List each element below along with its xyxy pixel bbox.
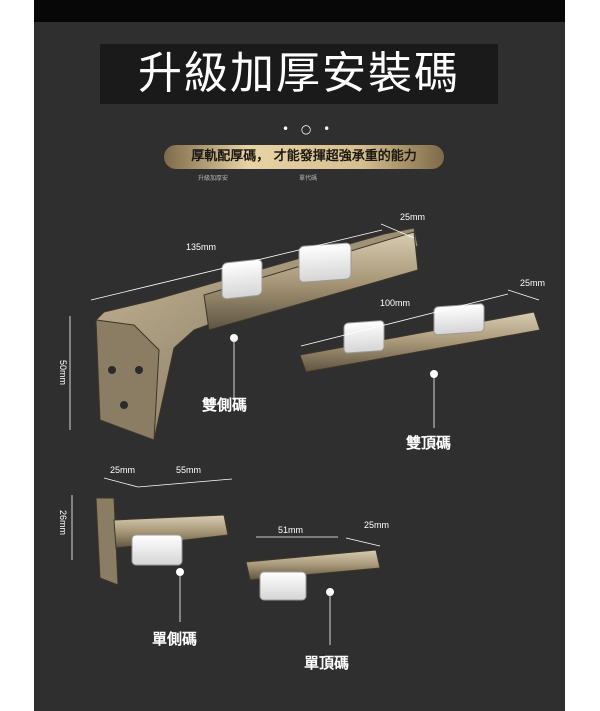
small-caption-left: 升級加厚安 bbox=[198, 175, 229, 182]
callout-dots bbox=[176, 334, 438, 596]
double-top-bracket bbox=[299, 303, 541, 373]
dim-55: 55mm bbox=[176, 465, 202, 475]
carousel-indicator: • ○ • bbox=[282, 122, 335, 136]
dim-50: 50mm bbox=[58, 360, 68, 386]
banner-text: 厚軌配厚碼， 才能發揮超強承重的能力 bbox=[191, 149, 417, 164]
dimension-lines bbox=[69, 223, 540, 645]
dim-135: 135mm bbox=[186, 242, 217, 252]
bracket-illustrations bbox=[69, 223, 541, 645]
product-frame: 升級加厚安裝碼 • ○ • 厚軌配厚碼， 才能發揮超強承重的能力 升級加厚安 單… bbox=[34, 0, 565, 711]
title-background bbox=[100, 44, 498, 104]
banner-pill bbox=[164, 145, 444, 169]
dim-100: 100mm bbox=[380, 298, 411, 308]
dim-25-b: 25mm bbox=[520, 278, 546, 288]
dim-26: 26mm bbox=[58, 510, 68, 536]
single-side-bracket bbox=[95, 497, 229, 586]
top-bar bbox=[34, 0, 565, 22]
dim-25-c: 25mm bbox=[110, 465, 136, 475]
label-double-side: 雙側碼 bbox=[202, 396, 248, 414]
label-single-side: 單側碼 bbox=[152, 630, 198, 648]
double-side-bracket bbox=[95, 227, 419, 441]
single-top-bracket bbox=[245, 549, 381, 601]
label-double-top: 雙頂碼 bbox=[406, 434, 452, 452]
dim-51: 51mm bbox=[278, 525, 304, 535]
label-single-top: 單頂碼 bbox=[304, 654, 350, 672]
dim-25-d: 25mm bbox=[364, 520, 390, 530]
small-caption-right: 單代碼 bbox=[299, 175, 318, 182]
page-title: 升級加厚安裝碼 bbox=[138, 48, 460, 99]
dim-25-a: 25mm bbox=[400, 212, 426, 222]
